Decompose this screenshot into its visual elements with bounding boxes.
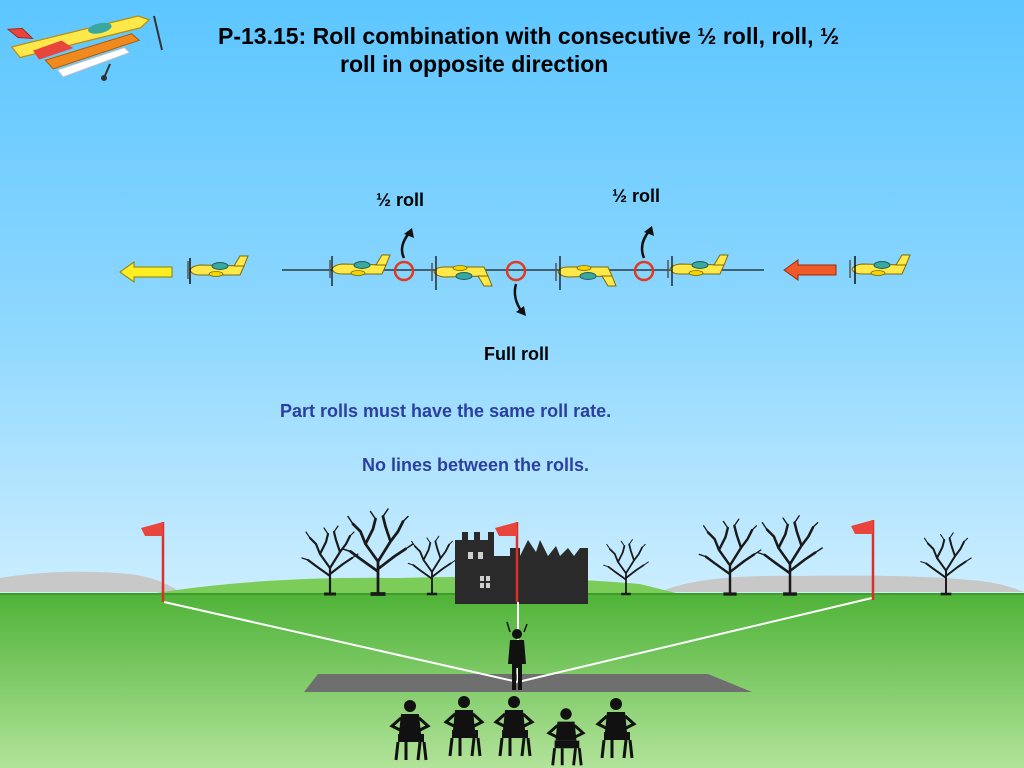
title-line-2: roll in opposite direction [340,51,609,77]
half-roll-left-label: ½ roll [376,190,425,210]
half-roll-right-label: ½ roll [612,186,661,206]
arrow-left-icon [119,258,191,284]
aerobatic-plane-icon [6,15,163,81]
roll-marker-icon [633,260,655,282]
arrow-left-icon [783,256,856,284]
rule-roll-rate: Part rolls must have the same roll rate. [280,401,612,421]
full-roll-label: Full roll [484,344,549,364]
pilot-icon [506,621,528,690]
roll-marker-icon [505,260,527,282]
runway [304,674,752,692]
title-line-1: P-13.15: Roll combination with consecuti… [218,23,840,49]
castle-ruin-icon [455,532,588,604]
roll-marker-icon [393,260,415,282]
rule-no-lines: No lines between the rolls. [362,455,590,475]
page-title: P-13.15: Roll combination with consecuti… [218,22,1008,78]
